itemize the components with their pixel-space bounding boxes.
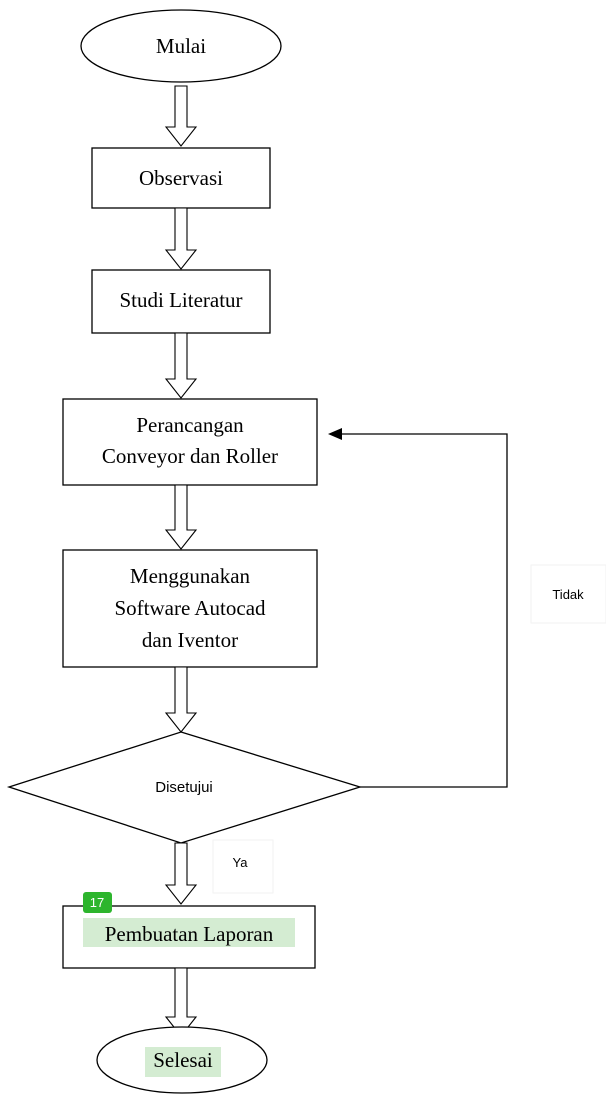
software-label-line3: dan Iventor xyxy=(142,628,238,652)
software-label-line1: Menggunakan xyxy=(130,564,251,588)
perancangan-label-line1: Perancangan xyxy=(136,413,244,437)
studi-label: Studi Literatur xyxy=(119,288,242,312)
start-terminal xyxy=(80,9,282,83)
observasi-label: Observasi xyxy=(139,166,223,190)
process-studi-literatur xyxy=(91,269,271,334)
flow-arrow xyxy=(164,842,198,905)
annotation-badge-text: 17 xyxy=(90,895,104,910)
flow-arrow xyxy=(164,85,198,147)
flow-arrow xyxy=(164,666,198,733)
flow-arrow xyxy=(164,207,198,270)
laporan-label: Pembuatan Laporan xyxy=(105,922,274,946)
process-perancangan xyxy=(62,398,318,486)
feedback-arrowhead xyxy=(328,428,342,440)
perancangan-label-line2: Conveyor dan Roller xyxy=(102,444,278,468)
laporan-highlight xyxy=(83,918,295,947)
flow-arrow xyxy=(164,332,198,399)
end-label: Selesai xyxy=(153,1048,213,1072)
no-label: Tidak xyxy=(552,587,584,602)
start-label: Mulai xyxy=(156,34,206,58)
flow-arrow xyxy=(164,967,198,1037)
process-software xyxy=(62,549,318,668)
feedback-line xyxy=(340,433,508,788)
yes-label: Ya xyxy=(233,855,249,870)
flow-arrow xyxy=(164,484,198,550)
annotation-badge xyxy=(83,892,112,913)
decision-label: Disetujui xyxy=(155,779,213,796)
software-label-line2: Software Autocad xyxy=(114,596,266,620)
no-label-box xyxy=(530,564,606,624)
selesai-highlight xyxy=(145,1047,221,1077)
process-observasi xyxy=(91,147,271,209)
yes-label-box xyxy=(212,839,274,894)
